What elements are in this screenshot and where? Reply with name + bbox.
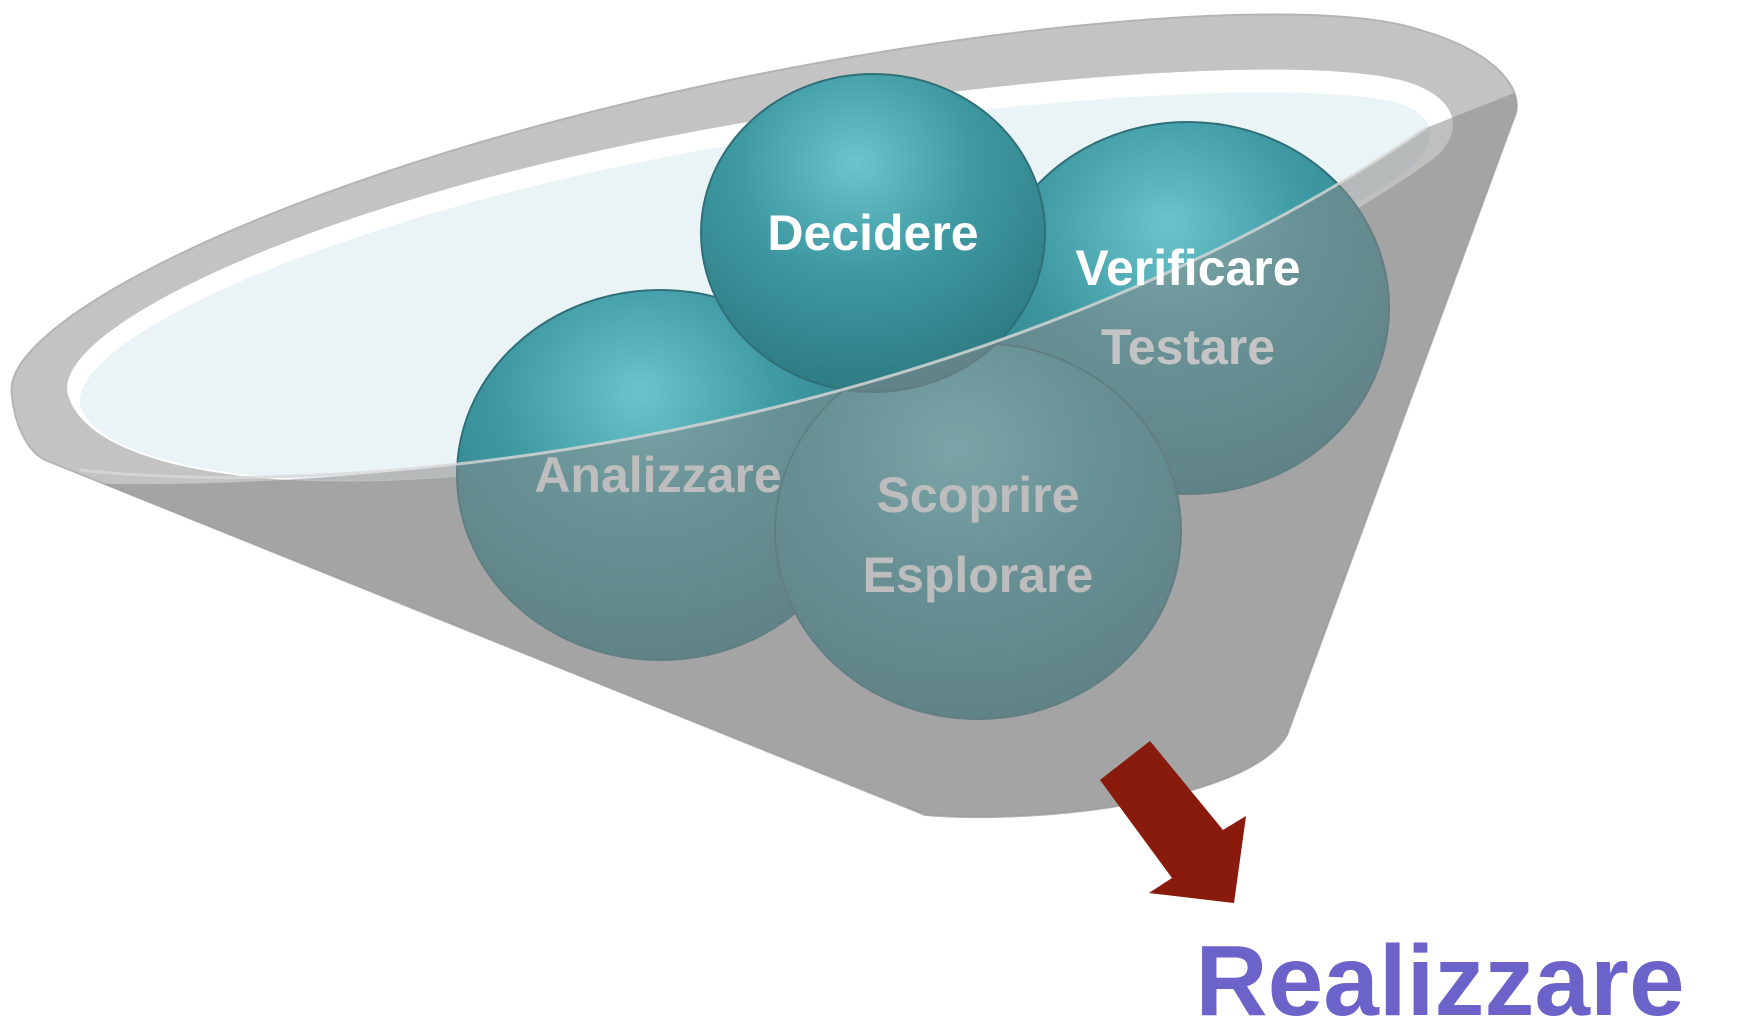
arrow-down-right-icon — [1100, 741, 1246, 903]
label-analizzare: Analizzare — [534, 447, 781, 503]
label-verificare: Verificare — [1075, 240, 1300, 296]
result-label: Realizzare — [1195, 925, 1684, 1026]
label-esplorare: Esplorare — [863, 547, 1094, 603]
label-decidere: Decidere — [767, 205, 978, 261]
label-scoprire: Scoprire — [877, 467, 1080, 523]
funnel-rim-edge — [79, 126, 1427, 479]
label-testare: Testare — [1101, 319, 1275, 375]
